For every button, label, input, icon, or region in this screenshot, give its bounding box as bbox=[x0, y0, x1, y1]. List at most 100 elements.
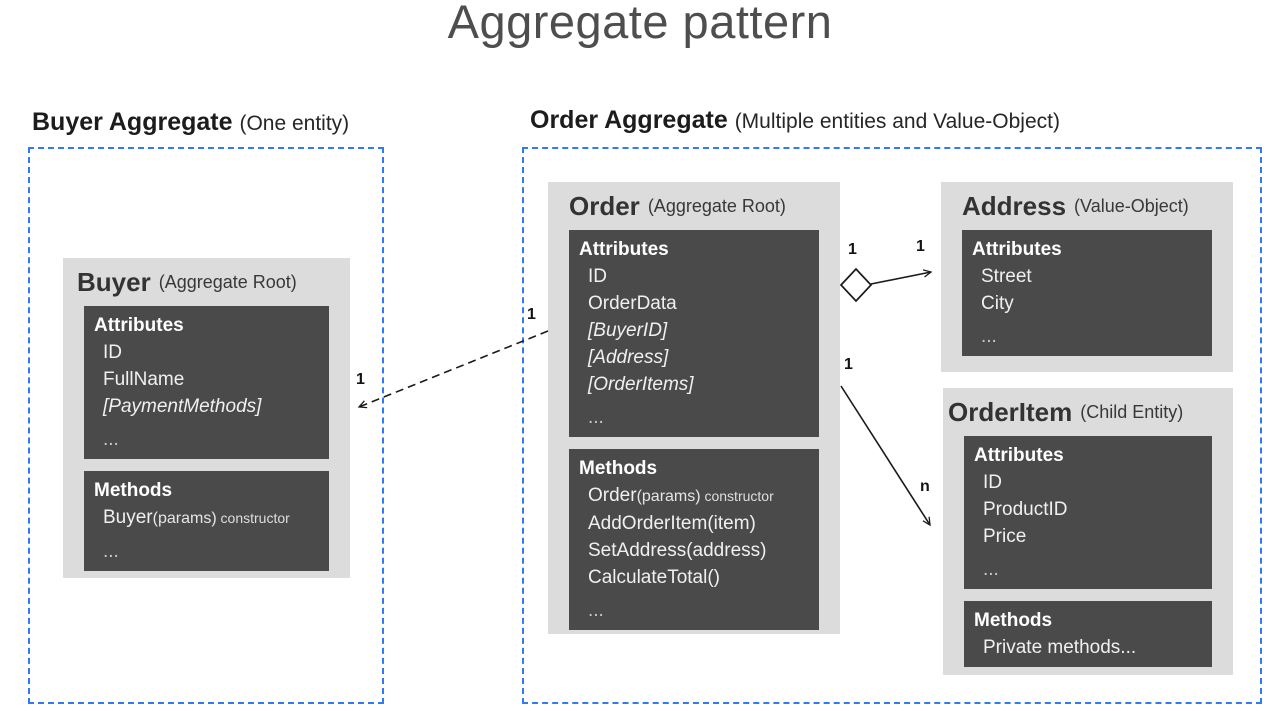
member-text: ID bbox=[588, 266, 607, 287]
member-item: OrderData bbox=[579, 290, 815, 317]
attributes-list: ID ProductID Price... bbox=[974, 469, 1208, 583]
multiplicity-orderitem-end: n bbox=[920, 478, 930, 495]
member-item: ID bbox=[974, 469, 1208, 496]
member-item: CalculateTotal() bbox=[579, 564, 815, 591]
member-item: ... bbox=[94, 426, 325, 453]
member-text: Buyer bbox=[103, 507, 153, 528]
attributes-box-buyer: Attributes ID FullName [PaymentMethods]... bbox=[84, 306, 329, 459]
member-text: OrderData bbox=[588, 293, 677, 314]
multiplicity-order-end-address-rel: 1 bbox=[848, 241, 857, 258]
member-text: (params) bbox=[636, 488, 701, 505]
order-aggregate-label-main: Order Aggregate bbox=[530, 106, 728, 134]
page-title: Aggregate pattern bbox=[447, 0, 833, 48]
member-item: ... bbox=[972, 323, 1208, 350]
member-text: ProductID bbox=[983, 499, 1068, 520]
member-item: [PaymentMethods] bbox=[94, 393, 325, 420]
entity-stereotype: (Child Entity) bbox=[1080, 401, 1184, 422]
multiplicity-address-end: 1 bbox=[916, 238, 925, 255]
member-text: FullName bbox=[103, 369, 185, 390]
member-text: ... bbox=[103, 541, 119, 562]
methods-header: Methods bbox=[974, 610, 1053, 631]
entity-stereotype: (Value-Object) bbox=[1074, 195, 1189, 216]
member-text: City bbox=[981, 293, 1014, 314]
member-text: ... bbox=[588, 600, 604, 621]
attributes-header: Attributes bbox=[974, 445, 1064, 466]
member-item: [OrderItems] bbox=[579, 371, 815, 398]
association-order-to-buyer-dashed-arrow bbox=[357, 330, 549, 409]
entity-stereotype: (Aggregate Root) bbox=[647, 195, 786, 216]
member-text: ID bbox=[983, 472, 1002, 493]
member-text: [Address] bbox=[588, 347, 669, 368]
member-text: Order bbox=[588, 485, 637, 506]
entity-name: OrderItem bbox=[948, 396, 1073, 427]
order-aggregate-boundary bbox=[522, 147, 1262, 704]
methods-header: Methods bbox=[94, 480, 173, 501]
entity-card-address: Address (Value-Object) Attributes Street… bbox=[941, 182, 1233, 372]
member-item: Buyer(params) constructor bbox=[94, 504, 325, 532]
member-item: Order(params) constructor bbox=[579, 482, 815, 510]
member-item: AddOrderItem(item) bbox=[579, 510, 815, 537]
member-item: ID bbox=[94, 339, 325, 366]
member-text: SetAddress(address) bbox=[588, 540, 767, 561]
member-text: [BuyerID] bbox=[588, 320, 668, 341]
member-item: ... bbox=[579, 404, 815, 431]
entity-name: Buyer bbox=[77, 266, 151, 297]
member-item: [BuyerID] bbox=[579, 317, 815, 344]
member-text: ... bbox=[983, 559, 999, 580]
member-item: SetAddress(address) bbox=[579, 537, 815, 564]
member-item: ProductID bbox=[974, 496, 1208, 523]
methods-box-orderitem: Methods Private methods... bbox=[964, 601, 1212, 667]
member-item: Price bbox=[974, 523, 1208, 550]
methods-box-buyer: Methods Buyer(params) constructor... bbox=[84, 471, 329, 571]
member-text: (params) bbox=[152, 510, 217, 527]
attributes-box-order: Attributes ID OrderData [BuyerID] [Address]… bbox=[569, 230, 819, 437]
member-text: Street bbox=[981, 266, 1032, 287]
buyer-aggregate-label: Buyer Aggregate (One entity) bbox=[32, 108, 349, 137]
attributes-list: ID FullName [PaymentMethods]... bbox=[94, 339, 325, 453]
member-text: ... bbox=[588, 407, 604, 428]
member-text: CalculateTotal() bbox=[588, 567, 720, 588]
member-text: [PaymentMethods] bbox=[103, 396, 262, 417]
member-item: ... bbox=[94, 538, 325, 565]
member-text: Private methods... bbox=[983, 637, 1137, 658]
methods-header: Methods bbox=[579, 458, 658, 479]
entity-card-order: Order (Aggregate Root) Attributes ID Orde… bbox=[548, 182, 840, 634]
methods-list: Buyer(params) constructor... bbox=[94, 504, 325, 565]
member-text: Price bbox=[983, 526, 1027, 547]
member-text: AddOrderItem(item) bbox=[588, 513, 756, 534]
buyer-aggregate-label-sub: (One entity) bbox=[239, 112, 350, 135]
member-text: constructor bbox=[700, 488, 774, 504]
entity-title-orderitem: OrderItem (Child Entity) bbox=[948, 388, 1212, 436]
buyer-aggregate-boundary bbox=[28, 147, 384, 704]
attributes-header: Attributes bbox=[579, 239, 669, 260]
methods-list: Private methods... bbox=[974, 634, 1208, 661]
order-aggregate-label: Order Aggregate (Multiple entities and V… bbox=[530, 106, 1060, 135]
member-item: FullName bbox=[94, 366, 325, 393]
entity-card-buyer: Buyer (Aggregate Root) Attributes ID Full… bbox=[63, 258, 350, 578]
entity-card-orderitem: OrderItem (Child Entity) Attributes ID Pr… bbox=[943, 388, 1233, 675]
attributes-header: Attributes bbox=[94, 315, 184, 336]
order-aggregate-label-sub: (Multiple entities and Value-Object) bbox=[734, 110, 1060, 133]
member-item: [Address] bbox=[579, 344, 815, 371]
entity-title-buyer: Buyer (Aggregate Root) bbox=[77, 258, 329, 306]
member-item: Street bbox=[972, 263, 1208, 290]
multiplicity-order-end-buyer-rel: 1 bbox=[527, 306, 536, 323]
multiplicity-buyer-end: 1 bbox=[356, 371, 365, 388]
member-item: ... bbox=[974, 556, 1208, 583]
member-text: constructor bbox=[216, 510, 290, 526]
attributes-list: ID OrderData [BuyerID] [Address] [OrderItems… bbox=[579, 263, 815, 431]
member-item: City bbox=[972, 290, 1208, 317]
member-item: Private methods... bbox=[974, 634, 1208, 661]
buyer-aggregate-label-main: Buyer Aggregate bbox=[32, 108, 233, 136]
entity-title-address: Address (Value-Object) bbox=[962, 182, 1212, 230]
member-item: ID bbox=[579, 263, 815, 290]
attributes-box-orderitem: Attributes ID ProductID Price... bbox=[964, 436, 1212, 589]
multiplicity-order-end-orderitem-rel: 1 bbox=[844, 356, 853, 373]
attributes-header: Attributes bbox=[972, 239, 1062, 260]
member-text: [OrderItems] bbox=[588, 374, 694, 395]
